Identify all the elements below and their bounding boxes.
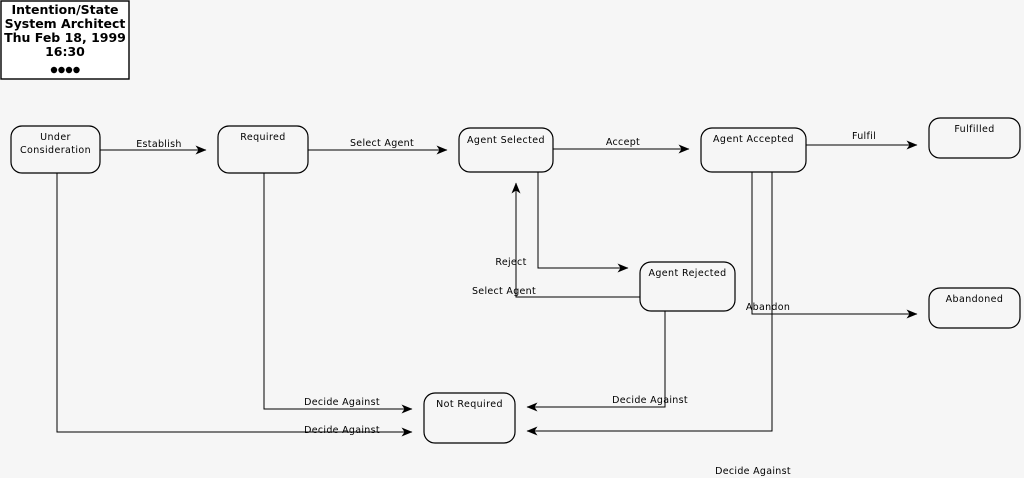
state-node-agent-rejected-box <box>639 261 736 312</box>
transition-select-agent-2-line <box>511 182 640 298</box>
transition-decide-against-1-label: Decide Against <box>304 397 380 408</box>
title-block: Intention/State System Architect Thu Feb… <box>0 0 130 80</box>
transition-fulfil-label: Fulfil <box>852 131 876 142</box>
state-node-agent-rejected-label: Agent Rejected <box>648 268 726 279</box>
transition-reject-line <box>537 172 629 273</box>
transition-decide-against-1-line <box>263 173 413 414</box>
state-node-under-consideration-label-line1: Under <box>40 132 71 143</box>
transition-accept-label: Accept <box>606 137 640 148</box>
state-node-agent-accepted[interactable]: Agent Accepted <box>700 127 807 173</box>
transition-select-agent-2[interactable]: Select Agent <box>472 182 640 298</box>
title-tool-name: System Architect <box>5 16 126 31</box>
transition-abandon-line <box>751 172 918 319</box>
state-node-abandoned[interactable]: Abandoned <box>928 287 1021 329</box>
bullet-icon <box>65 66 73 74</box>
transition-decide-against-3[interactable]: Decide Against <box>526 311 688 412</box>
transition-select-agent-1-label: Select Agent <box>350 138 414 149</box>
state-node-not-required-box <box>423 392 516 444</box>
transition-establish[interactable]: Establish <box>100 139 207 155</box>
transition-establish-label: Establish <box>136 139 181 150</box>
transition-abandon[interactable]: Abandon <box>746 172 918 319</box>
bullet-icon <box>50 66 58 74</box>
state-node-not-required[interactable]: Not Required <box>423 392 516 444</box>
state-node-agent-accepted-box <box>700 127 807 173</box>
state-node-under-consideration-box <box>10 125 101 174</box>
title-block-border <box>0 0 130 80</box>
transition-decide-against-3-label: Decide Against <box>612 395 688 406</box>
transition-decide-against-2-line <box>56 173 413 437</box>
transition-decide-against-2-label: Decide Against <box>304 425 380 436</box>
state-node-under-consideration[interactable]: Under Consideration <box>10 125 101 174</box>
state-node-agent-rejected[interactable]: Agent Rejected <box>639 261 736 312</box>
state-node-required-box <box>217 125 309 174</box>
bullet-icon <box>58 66 65 74</box>
transition-reject-label: Reject <box>495 257 526 268</box>
transition-decide-against-1[interactable]: Decide Against <box>263 173 413 414</box>
state-node-agent-selected-label: Agent Selected <box>467 135 545 146</box>
title-date: Thu Feb 18, 1999 <box>4 30 126 45</box>
transition-accept[interactable]: Accept <box>553 137 690 154</box>
transition-select-agent-2-label: Select Agent <box>472 286 536 297</box>
title-bullets <box>50 66 80 74</box>
state-node-not-required-label: Not Required <box>436 399 503 410</box>
transition-decide-against-3-line <box>526 311 666 412</box>
state-node-abandoned-label: Abandoned <box>946 294 1004 305</box>
transition-decide-against-2[interactable]: Decide Against <box>56 173 413 437</box>
transition-decide-against-4-label: Decide Against <box>715 466 791 477</box>
transition-abandon-label: Abandon <box>746 302 790 313</box>
state-node-required-label: Required <box>240 132 285 143</box>
bullet-icon <box>73 66 80 74</box>
state-node-fulfilled[interactable]: Fulfilled <box>928 117 1021 159</box>
transition-select-agent-1[interactable]: Select Agent <box>308 138 448 155</box>
transition-reject[interactable]: Reject <box>495 172 629 273</box>
transition-fulfil[interactable]: Fulfil <box>806 131 918 150</box>
transition-decide-against-4[interactable]: Decide Against <box>526 172 791 477</box>
state-node-fulfilled-box <box>928 117 1021 159</box>
state-node-agent-selected[interactable]: Agent Selected <box>458 127 554 173</box>
state-node-required[interactable]: Required <box>217 125 309 174</box>
state-node-agent-accepted-label: Agent Accepted <box>713 134 794 145</box>
title-diagram-name: Intention/State <box>11 2 118 17</box>
state-node-fulfilled-label: Fulfilled <box>954 124 994 135</box>
title-time: 16:30 <box>45 44 85 59</box>
state-node-abandoned-box <box>928 287 1021 329</box>
state-node-under-consideration-label-line2: Consideration <box>20 145 91 156</box>
state-node-agent-selected-box <box>458 127 554 173</box>
transition-decide-against-4-line <box>526 172 773 436</box>
